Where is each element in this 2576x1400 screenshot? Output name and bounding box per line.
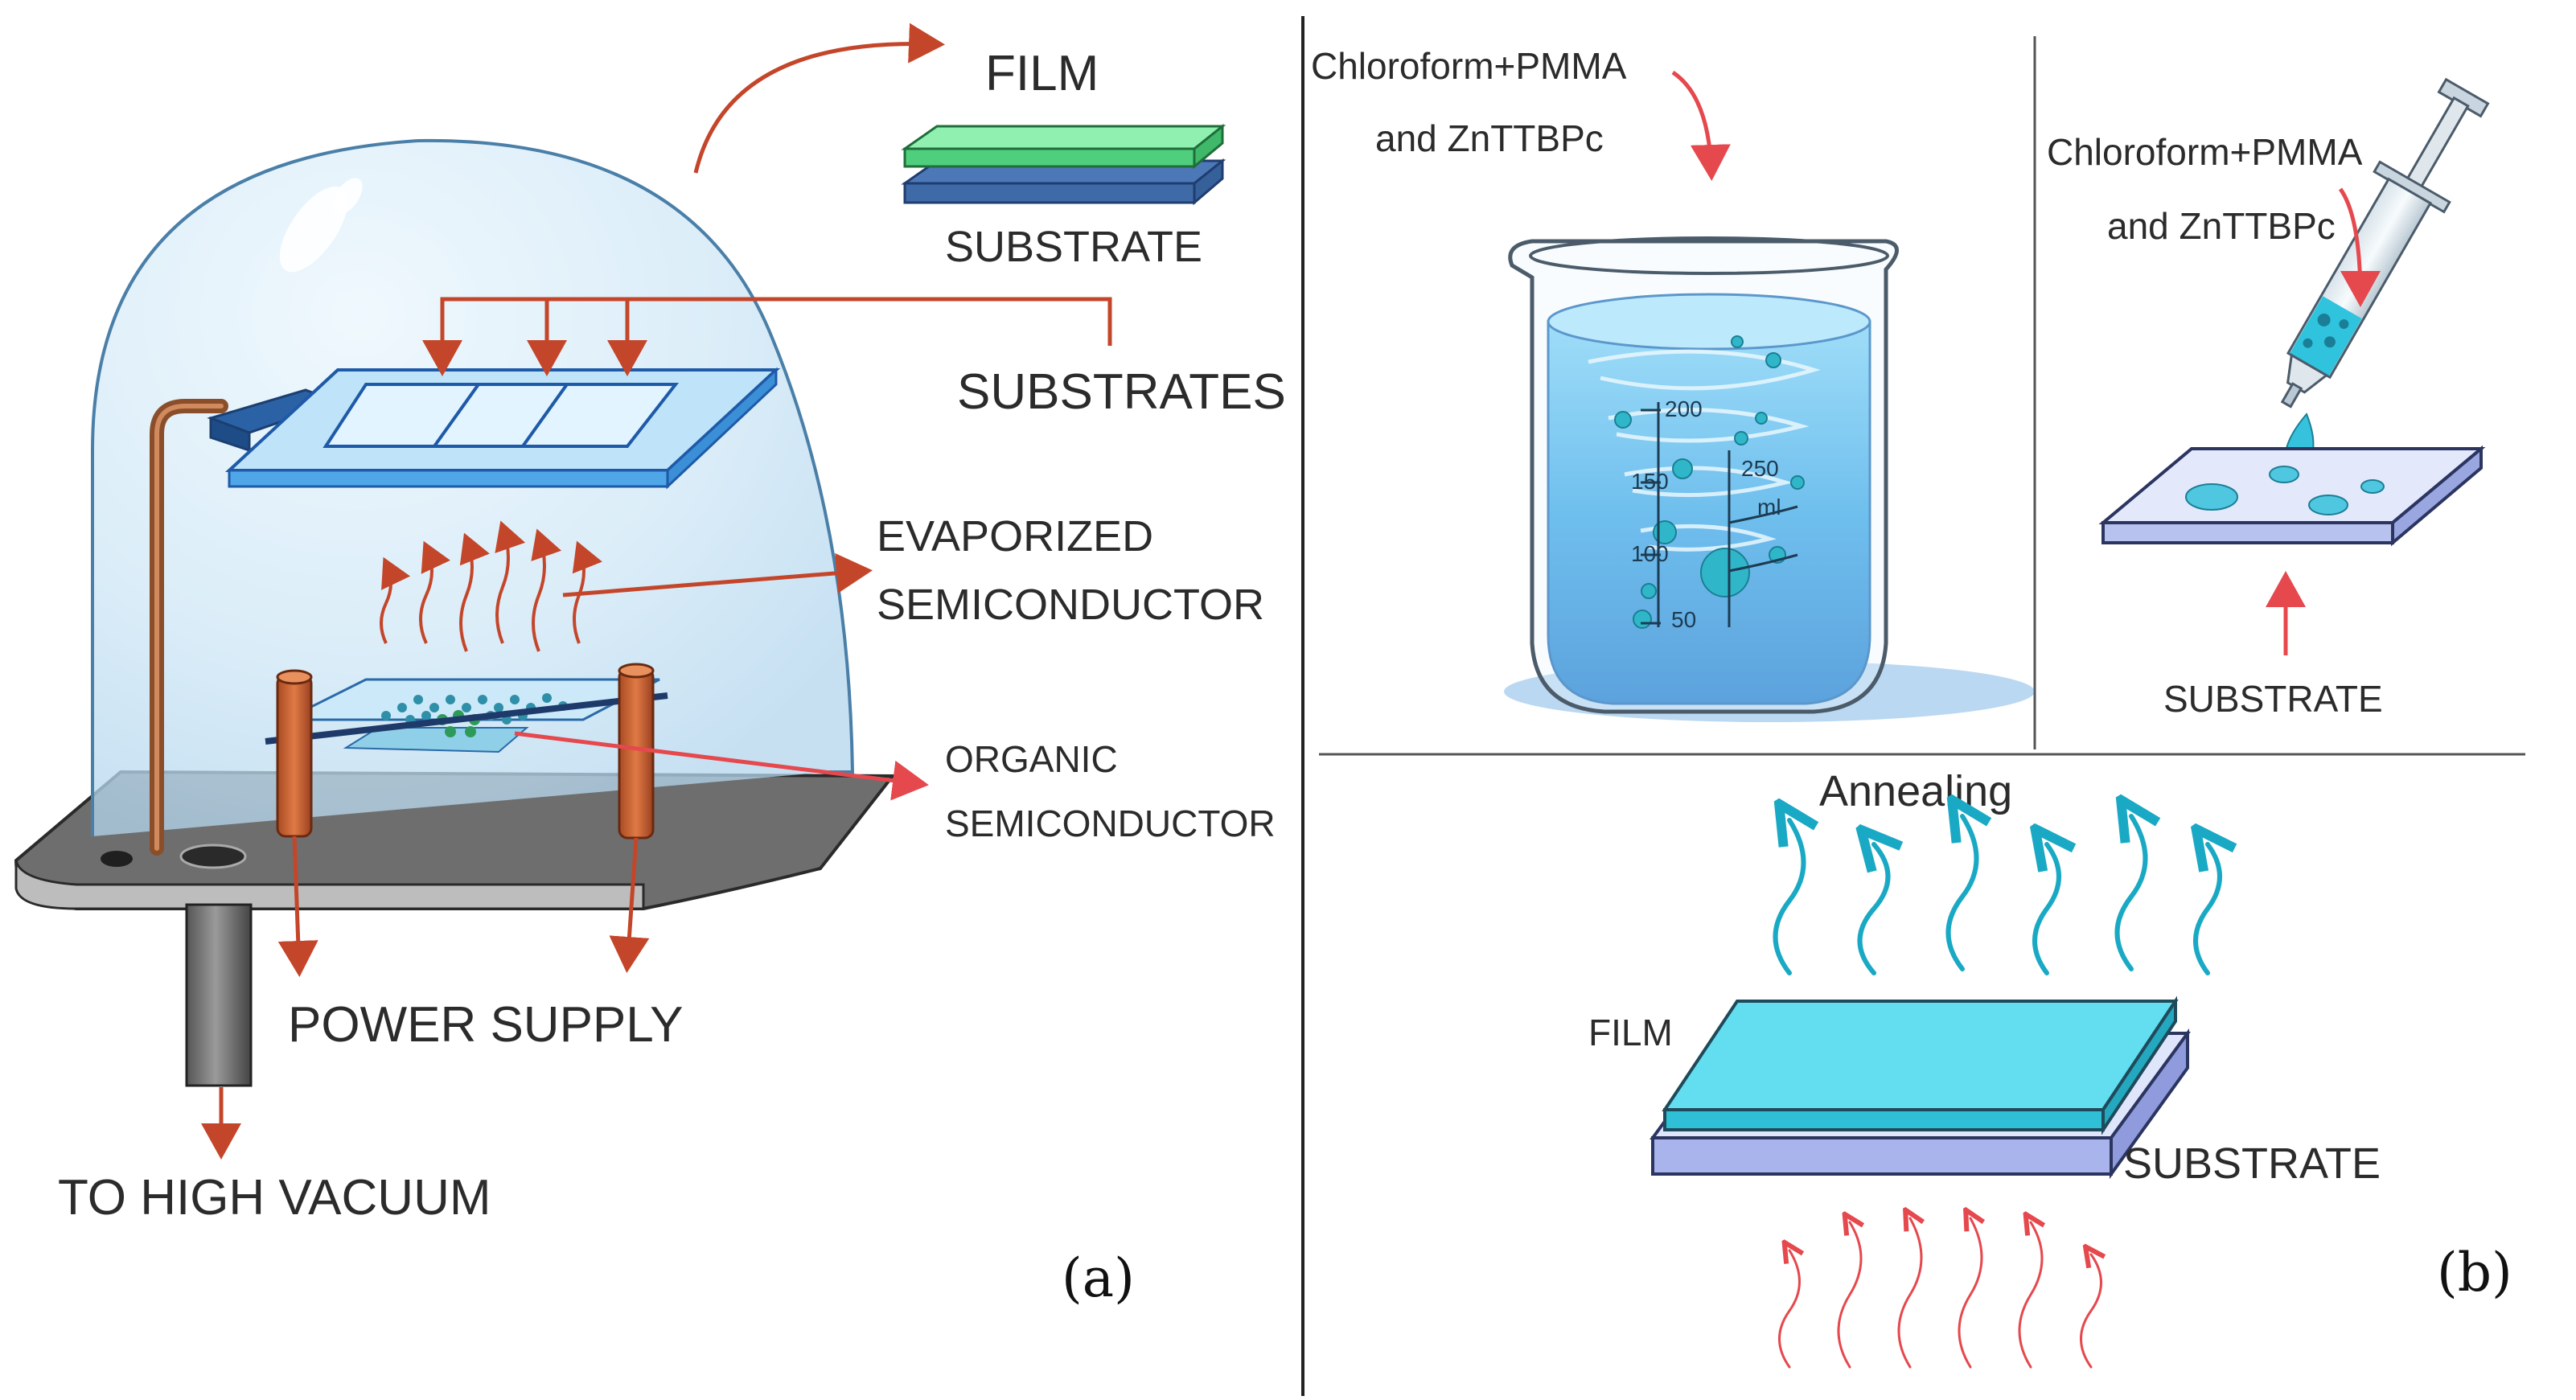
arrow-beaker-solution	[1671, 70, 1731, 181]
label-power-supply: POWER SUPPLY	[288, 997, 684, 1053]
vacuum-pipe	[185, 903, 253, 1087]
beaker-tick-100: 100	[1631, 541, 1669, 566]
bell-jar-dome	[91, 138, 855, 836]
film-stack-a	[901, 123, 1226, 206]
beaker-unit: ml	[1757, 495, 1781, 519]
panel-letter-a: (a)	[1062, 1247, 1135, 1309]
label-beaker-solution-2: and ZnTTBPc	[1375, 117, 1604, 159]
panel-letter-b: (b)	[2437, 1242, 2512, 1304]
label-substrate-a: SUBSTRATE	[945, 223, 1202, 271]
film-layer-green	[901, 125, 1226, 150]
base-plate-edge	[14, 860, 645, 910]
arrow-dome-to-film	[693, 23, 945, 174]
arrow-substrates-bracket	[422, 297, 1112, 376]
label-syringe-substrate: SUBSTRATE	[2163, 678, 2383, 720]
electrode-post-right	[618, 663, 655, 840]
beaker: 200 150 100 50 250 ml	[1504, 236, 2035, 722]
beaker-tick-200: 200	[1665, 396, 1703, 421]
label-organic-2: SEMICONDUCTOR	[945, 803, 1276, 844]
evaporation-arrows	[380, 520, 602, 652]
label-substrates: SUBSTRATES	[957, 364, 1286, 420]
substrate-slot-3	[520, 383, 680, 448]
arrow-syringe-solution	[2338, 187, 2381, 307]
heat-arrows	[1778, 1218, 2101, 1369]
dome-highlight-small	[332, 178, 363, 215]
label-evaporized-2: SEMICONDUCTOR	[877, 581, 1264, 629]
label-syringe-solution-1: Chloroform+PMMA	[2047, 131, 2363, 173]
panel-a: FILM SUBSTRATE SUBSTRATES EVAPORIZED SEM…	[14, 23, 1286, 1309]
arrow-evaporized	[562, 552, 873, 597]
label-film-a: FILM	[985, 46, 1099, 101]
label-evaporized-1: EVAPORIZED	[877, 512, 1153, 560]
label-vacuum: TO HIGH VACUUM	[58, 1170, 491, 1226]
arrow-power-right	[609, 837, 650, 973]
label-syringe-solution-2: and ZnTTBPc	[2107, 205, 2336, 247]
label-annealing: Annealing	[1819, 767, 2012, 815]
arrow-power-left	[277, 835, 318, 977]
film-stack-b	[1650, 996, 2191, 1180]
arrow-organic	[514, 731, 929, 801]
base-screw	[101, 851, 133, 867]
electrode-post-left	[276, 669, 313, 838]
beaker-scale	[1641, 402, 1798, 627]
label-beaker-solution-1: Chloroform+PMMA	[1311, 45, 1627, 87]
label-substrate-b: SUBSTRATE	[2123, 1139, 2381, 1188]
beaker-tick-150: 150	[1631, 469, 1669, 494]
syringe	[2280, 77, 2490, 409]
beaker-glass	[1508, 239, 1899, 714]
annealing-arrows	[1773, 816, 2221, 975]
panel-b: 200 150 100 50 250 ml Chloroform+PMMA an…	[1311, 45, 2512, 1369]
filament-wire	[265, 692, 668, 745]
film-layer-cyan	[1662, 1000, 2179, 1111]
dome-highlight	[279, 186, 348, 273]
beaker-volume: 250	[1741, 456, 1779, 481]
label-film-b: FILM	[1588, 1012, 1673, 1053]
label-organic-1: ORGANIC	[945, 738, 1118, 780]
vacuum-port	[179, 844, 247, 869]
syringe-substrate	[2098, 445, 2486, 547]
beaker-tick-50: 50	[1671, 607, 1696, 632]
